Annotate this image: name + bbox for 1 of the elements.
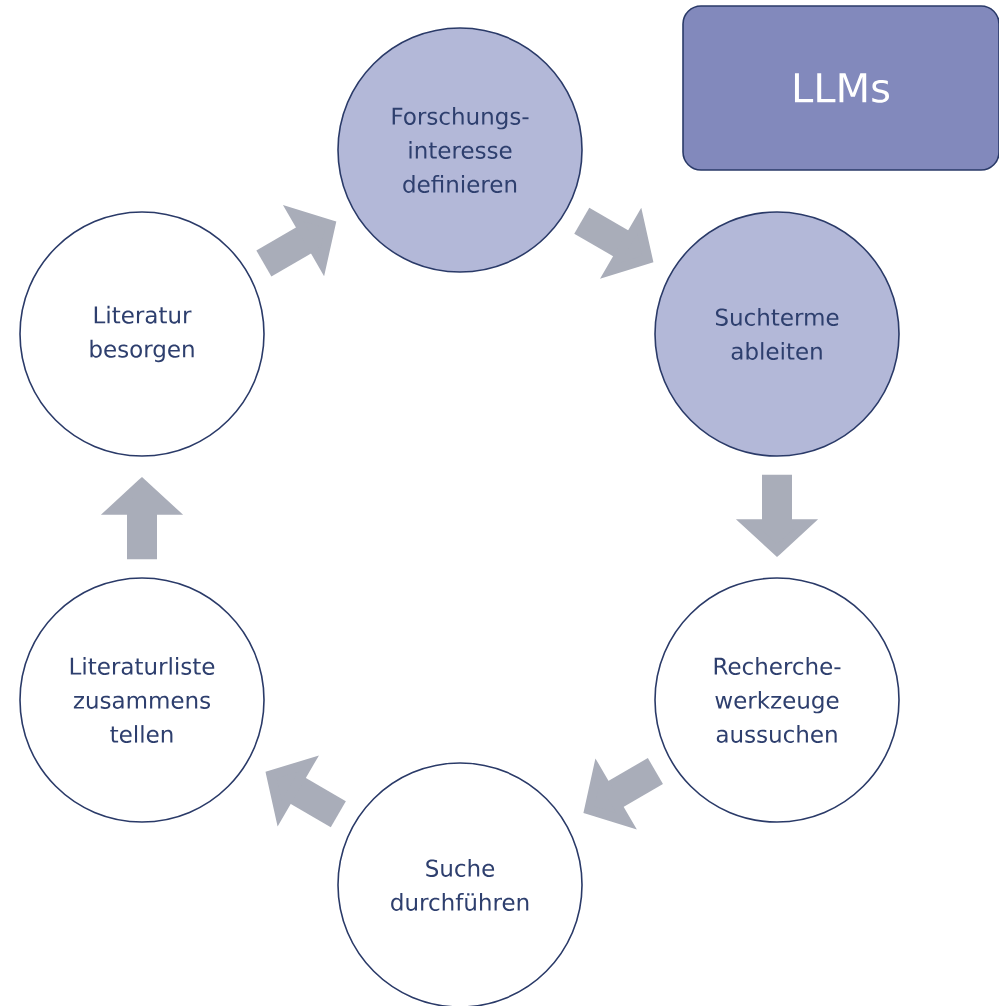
label-box: LLMs: [682, 5, 999, 171]
